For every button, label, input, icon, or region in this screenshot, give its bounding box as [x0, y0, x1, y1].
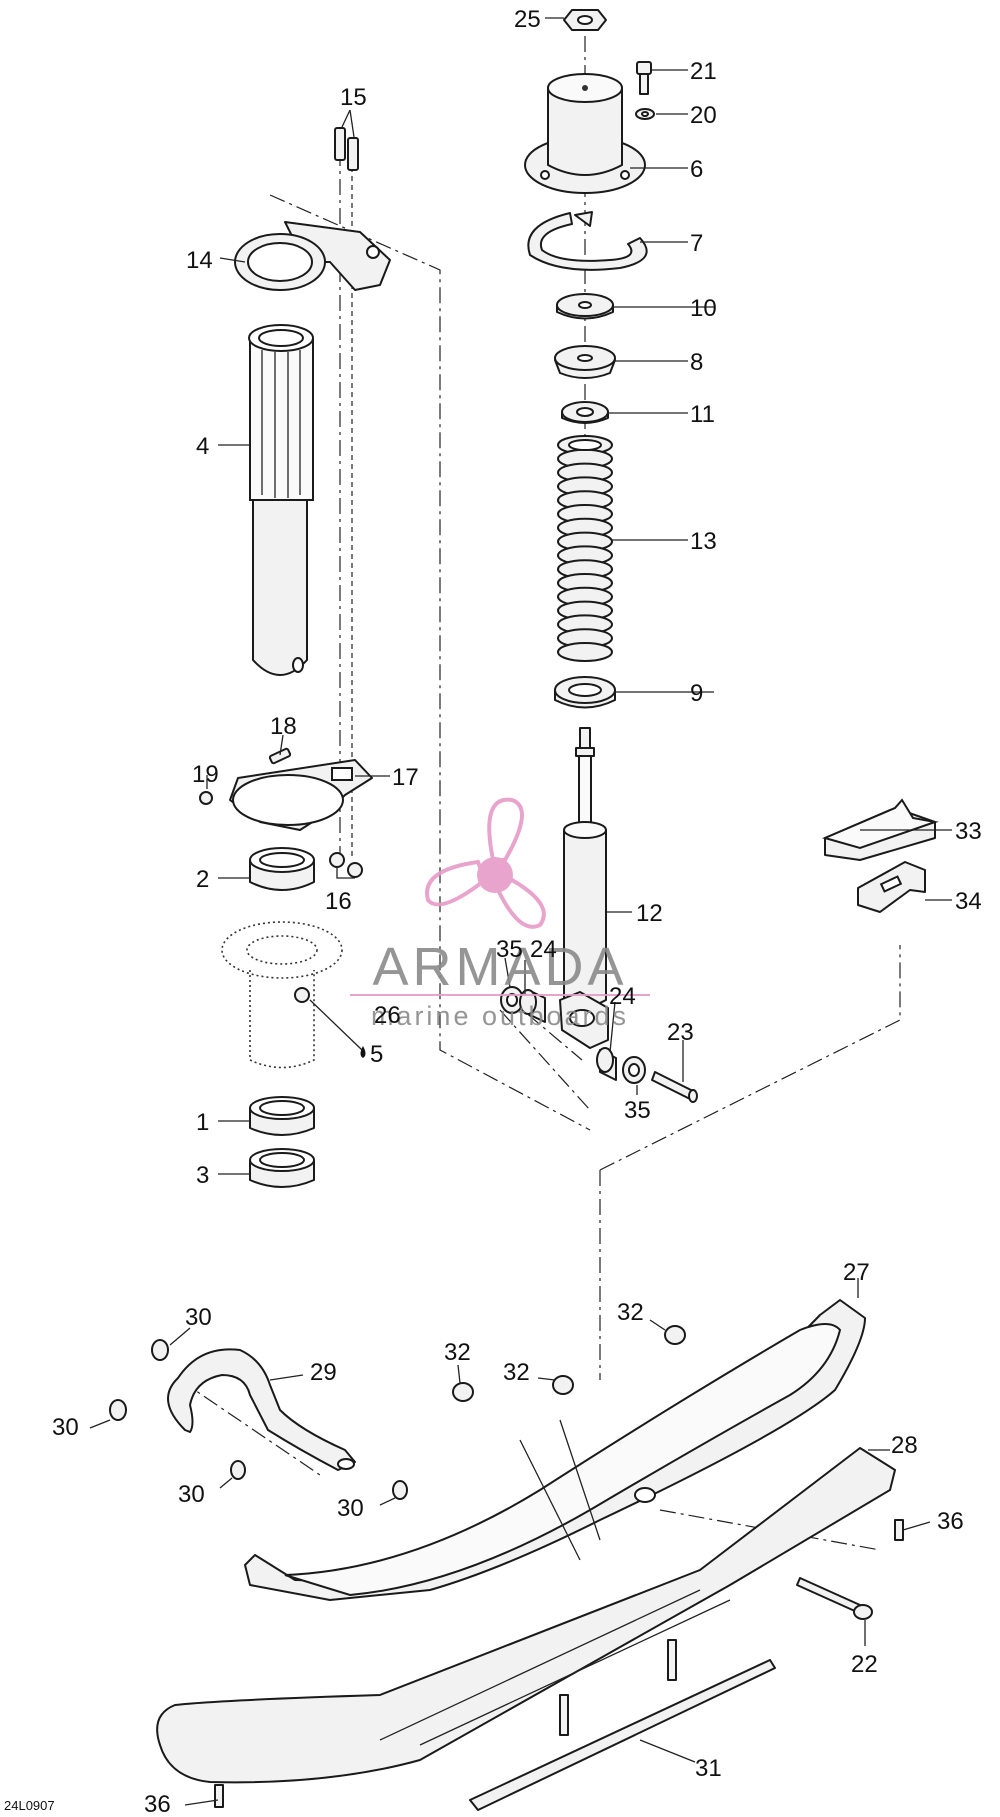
diagram-code: 24L0907 [4, 1798, 55, 1813]
part-4-steering-column [248, 324, 314, 676]
callout-26: 26 [374, 1002, 401, 1029]
callout-31: 31 [695, 1755, 722, 1782]
callout-25: 25 [514, 6, 541, 33]
spring-top-opening [568, 439, 602, 451]
callout-8: 8 [690, 349, 703, 376]
callout-33: 33 [955, 818, 982, 845]
phantom-housing [221, 921, 343, 1069]
callout-30-left: 30 [52, 1414, 79, 1441]
part-11-washer [561, 401, 609, 424]
part-30-plugs [109, 1339, 408, 1500]
callout-19: 19 [192, 761, 219, 788]
part-32-nuts [452, 1325, 686, 1402]
callout-36-right: 36 [937, 1508, 964, 1535]
callout-labels: 25 21 20 6 7 10 8 11 13 9 12 15 14 4 18 … [52, 6, 982, 1817]
callout-32-mid: 32 [503, 1359, 530, 1386]
part-13-spring [557, 435, 613, 662]
callout-18: 18 [270, 713, 297, 740]
callout-27: 27 [843, 1259, 870, 1286]
callout-36-bottom: 36 [144, 1791, 171, 1817]
part-5-lubricant-symbol [360, 1046, 366, 1058]
part-27-ski [244, 1299, 866, 1601]
watermark-brand: ARMADA [372, 937, 627, 997]
callout-32-right: 32 [617, 1299, 644, 1326]
part-19-nut [199, 791, 213, 805]
part-7-retaining-clip [527, 211, 648, 271]
callout-13: 13 [690, 528, 717, 555]
callout-32-left: 32 [444, 1339, 471, 1366]
part-21-screw [636, 61, 652, 95]
callout-17: 17 [392, 764, 419, 791]
callout-6: 6 [690, 156, 703, 183]
part-20-washer [635, 108, 655, 120]
callout-10: 10 [690, 295, 717, 322]
part-25-nut [563, 9, 607, 31]
watermark-tagline: marine outboards [371, 1001, 629, 1031]
part-6-shock-cap [524, 73, 646, 194]
part-31-runner [469, 1639, 776, 1811]
part-22-bolt [796, 1577, 873, 1620]
part-35-washer-right [622, 1056, 646, 1084]
part-12-shock-absorber [559, 727, 609, 1049]
callout-4: 4 [196, 433, 209, 460]
callout-35-left: 35 [496, 936, 523, 963]
callout-3: 3 [196, 1162, 209, 1189]
callout-20: 20 [690, 102, 717, 129]
part-3-bushing [249, 1148, 315, 1188]
part-16-nuts [329, 852, 363, 878]
callout-35-right: 35 [624, 1097, 651, 1124]
propeller-logo-icon [425, 797, 546, 929]
part-8-spacer [554, 345, 616, 379]
callout-23: 23 [667, 1019, 694, 1046]
part-23-bolt [651, 1071, 698, 1103]
callout-34: 34 [955, 888, 982, 915]
part-29-ski-handle [167, 1348, 356, 1471]
part-14-steering-bracket [234, 221, 391, 291]
part-2-bushing [249, 847, 315, 891]
callout-30-bottom: 30 [178, 1481, 205, 1508]
callout-12: 12 [636, 900, 663, 927]
callout-30-top: 30 [185, 1304, 212, 1331]
part-9-spring-seat [554, 676, 616, 709]
part-10-washer [556, 293, 614, 320]
callout-11: 11 [690, 401, 715, 428]
callout-9: 9 [690, 680, 703, 707]
callout-1: 1 [196, 1109, 209, 1136]
part-1-bushing [249, 1096, 315, 1136]
callout-14: 14 [186, 247, 213, 274]
callout-7: 7 [690, 230, 703, 257]
callout-16: 16 [325, 888, 352, 915]
part-33-ski-pad [822, 798, 939, 861]
part-24-bushing-right [596, 1047, 617, 1081]
armada-watermark: ARMADA marine outboards [350, 797, 650, 1031]
callout-29: 29 [310, 1359, 337, 1386]
leader-lines [89, 17, 952, 1806]
part-15-bolts [334, 109, 359, 171]
callout-24-left: 24 [530, 936, 557, 963]
part-26-grease-fitting [294, 987, 310, 1003]
part-34-spring-clip [857, 861, 926, 913]
callout-28: 28 [891, 1432, 918, 1459]
callout-21: 21 [690, 58, 717, 85]
part-18-screw [268, 747, 292, 765]
callout-24-right: 24 [609, 983, 636, 1010]
callout-2: 2 [196, 866, 209, 893]
part-28-ski-base [156, 1447, 896, 1784]
callout-5: 5 [370, 1041, 383, 1068]
part-17-lower-bracket [229, 759, 373, 831]
spring-coil [557, 642, 613, 662]
callout-22: 22 [851, 1651, 878, 1678]
callout-30-right: 30 [337, 1495, 364, 1522]
callout-15: 15 [340, 84, 367, 111]
